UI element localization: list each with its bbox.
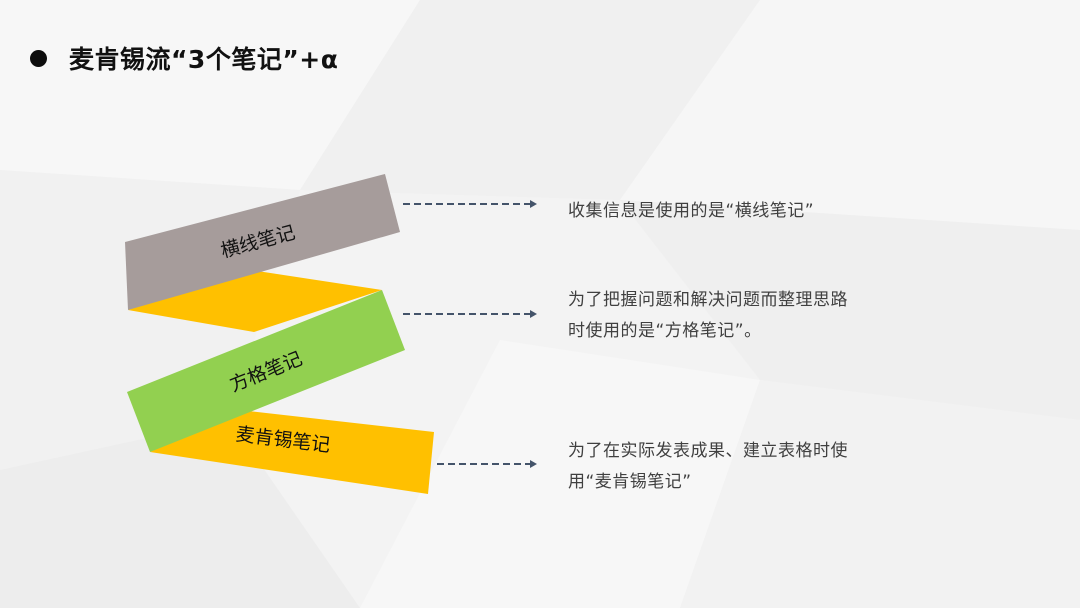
band-grid-note xyxy=(127,290,405,452)
description-grid-note: 为了把握问题和解决问题而整理思路 时使用的是“方格笔记”。 xyxy=(568,290,848,341)
band-mckinsey-note xyxy=(150,410,434,494)
bullet-icon xyxy=(30,49,47,67)
fold-yellow-top xyxy=(128,269,382,332)
connector-arrow-3 xyxy=(437,460,537,468)
title-text: 麦肯锡流“3个笔记”+α xyxy=(69,45,339,74)
slide-title: 麦肯锡流“3个笔记”+α xyxy=(30,38,338,78)
description-mckinsey-note: 为了在实际发表成果、建立表格时使 用“麦肯锡笔记” xyxy=(568,441,848,492)
connector-arrow-1 xyxy=(403,200,537,208)
description-lined-note: 收集信息是使用的是“横线笔记” xyxy=(568,201,815,221)
band-lined-note xyxy=(125,174,400,310)
connector-arrow-2 xyxy=(403,310,537,318)
